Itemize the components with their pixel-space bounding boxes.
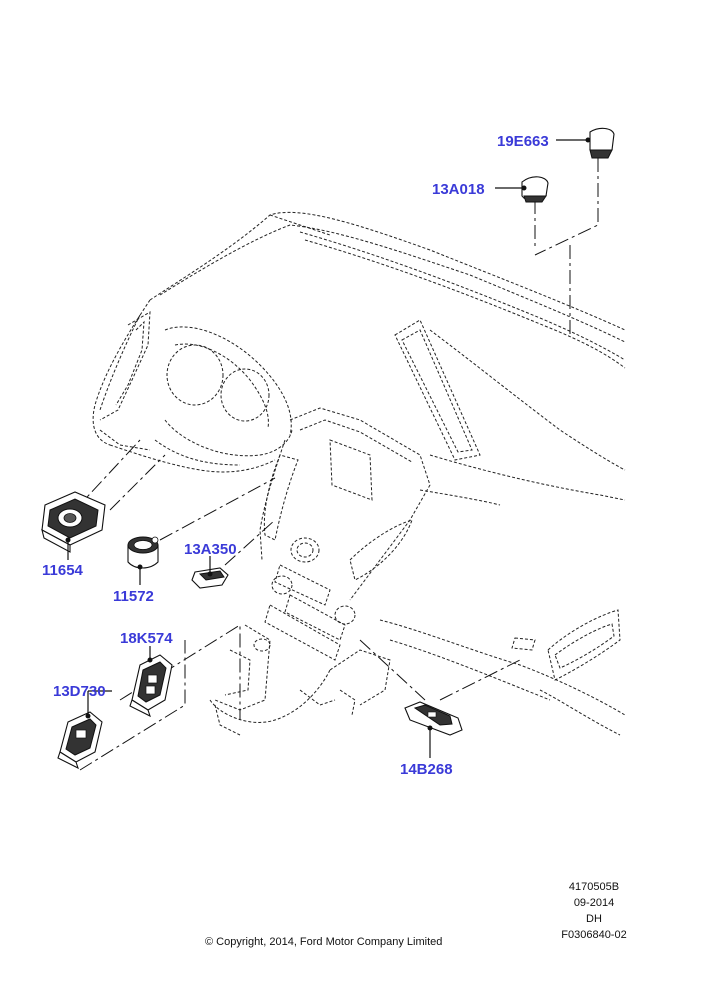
callout-18k574: 18K574 bbox=[120, 630, 173, 647]
callout-11654: 11654 bbox=[42, 562, 84, 579]
leader-lines bbox=[74, 158, 599, 771]
part-13d730 bbox=[57, 711, 103, 770]
part-11654 bbox=[41, 491, 106, 553]
callout-13a350: 13A350 bbox=[184, 541, 237, 558]
callout-11572: 11572 bbox=[113, 588, 154, 605]
dashboard-outline bbox=[92, 211, 626, 736]
part-11572 bbox=[127, 536, 159, 569]
callout-13d730: 13D730 bbox=[53, 683, 106, 700]
callout-19e663: 19E663 bbox=[497, 133, 549, 150]
reference-line-4: F0306840-02 bbox=[561, 929, 626, 941]
callout-13a018: 13A018 bbox=[432, 181, 485, 198]
reference-line-1: 4170505B bbox=[569, 881, 619, 893]
part-19e663 bbox=[589, 127, 615, 159]
callout-14b268: 14B268 bbox=[400, 761, 453, 778]
reference-line-2: 09-2014 bbox=[574, 897, 614, 909]
part-14b268 bbox=[404, 701, 463, 736]
part-18k574 bbox=[129, 654, 173, 718]
part-13a018 bbox=[521, 176, 549, 203]
reference-line-3: DH bbox=[586, 913, 602, 925]
part-13a350 bbox=[191, 567, 229, 589]
callout-pointers bbox=[65, 137, 591, 758]
reference-block: 4170505B 09-2014 DH F0306840-02 bbox=[561, 881, 626, 941]
copyright-notice: © Copyright, 2014, Ford Motor Company Li… bbox=[205, 936, 442, 948]
